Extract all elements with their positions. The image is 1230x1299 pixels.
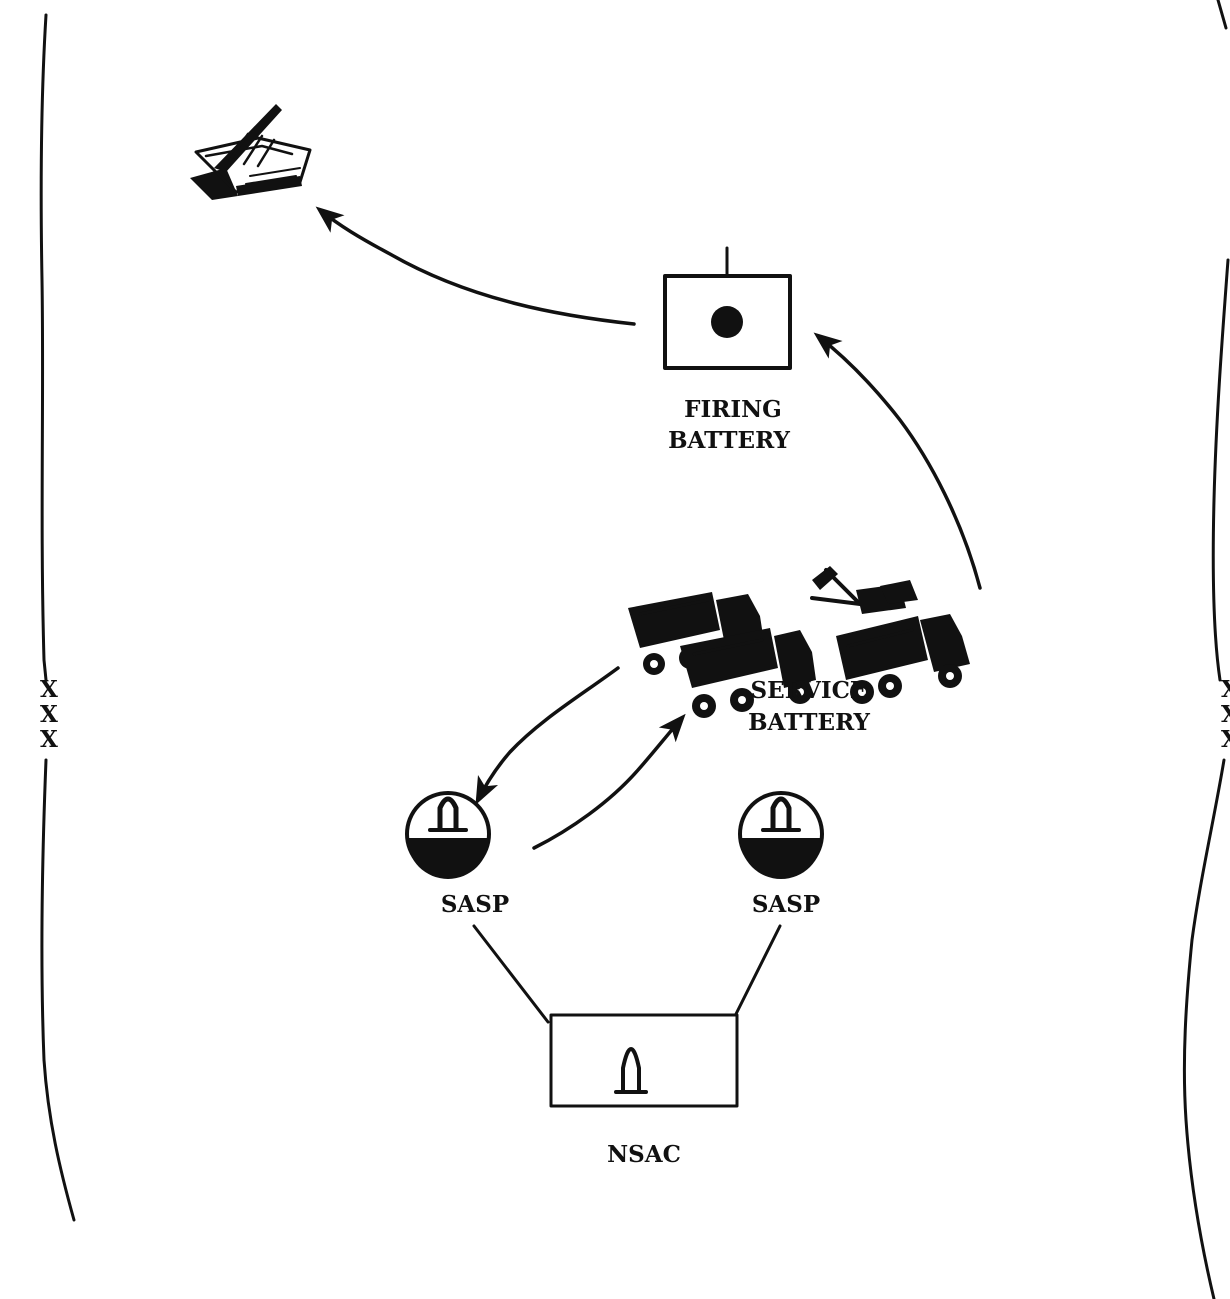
service-battery-label: BATTERY [748,709,870,736]
arrow-firing-to-launcher [315,206,636,326]
supply-truck-convoy-icon [628,566,970,718]
right-boundary-mark: X [1221,676,1230,703]
sasp-left-label: SASP [441,891,509,918]
firing-battery-label: BATTERY [668,427,790,454]
service-battery-label: SERVICE [751,677,868,704]
left-boundary-mark: X [40,726,58,753]
ammunition-control-point-symbol [549,1013,739,1108]
firing-battery-label: FIRING [684,396,782,423]
arrow-service-to-sasp [475,666,620,806]
ammunition-supply-point-symbol [405,791,491,879]
firing-battery-unit-symbol [663,246,792,370]
right-boundary-mark: X [1221,726,1230,753]
missile-launcher-vehicle-icon [190,104,312,200]
ammunition-supply-point-symbol [738,791,824,879]
arrow-service-to-firing [813,332,982,590]
link-sasp-right-to-nsac [734,924,782,1016]
left-boundary-mark: X [40,701,58,728]
left-boundary: X X X [39,13,76,1222]
arrow-sasp-to-service [532,713,686,850]
link-sasp-left-to-nsac [472,924,550,1024]
right-boundary-mark: X [1221,701,1230,728]
right-boundary: X X X [1182,0,1230,1299]
left-boundary-mark: X [40,676,58,703]
nsac-label: NSAC [607,1141,681,1168]
sasp-right-label: SASP [752,891,820,918]
